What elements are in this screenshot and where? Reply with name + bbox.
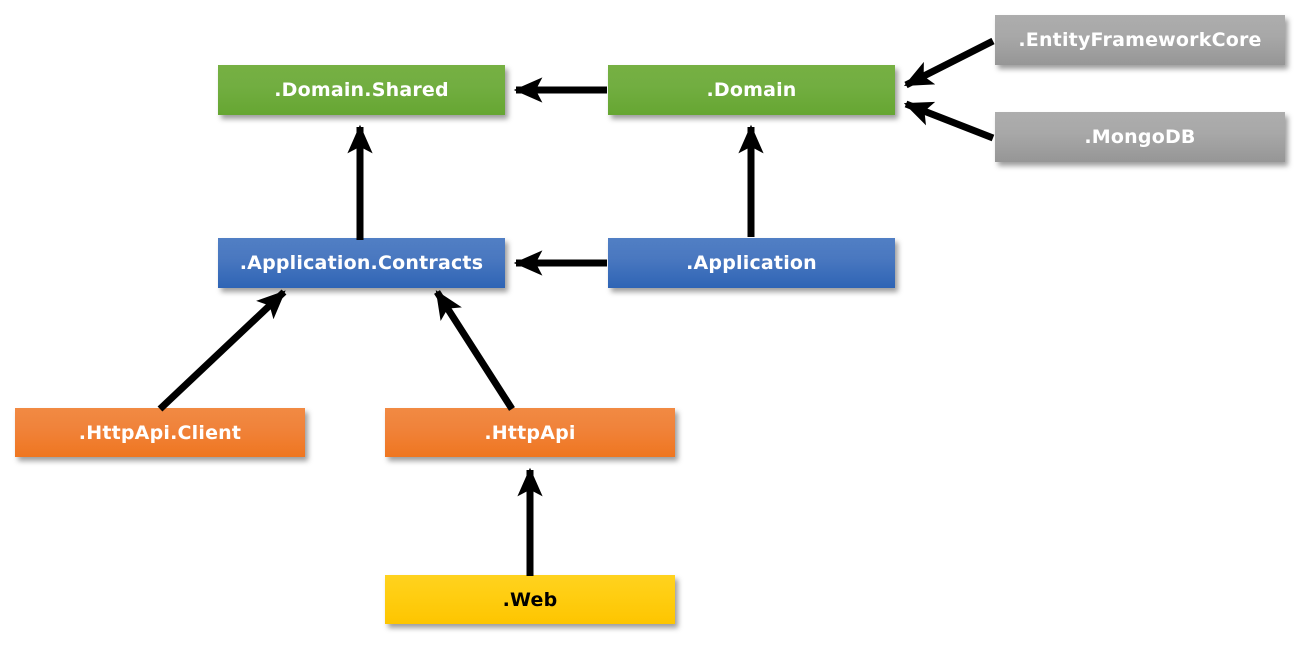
edge-httpapi-to-application-contracts [434,290,515,411]
node-web[interactable]: .Web [385,575,675,624]
node-label: .Application [686,252,817,274]
edge-httpapi-client-to-application-contracts [157,289,287,412]
node-label: .HttpApi [484,421,576,444]
node-label: .Application.Contracts [239,252,484,274]
node-application-contracts[interactable]: .Application.Contracts [218,238,505,288]
node-label: .EntityFrameworkCore [1018,29,1262,51]
node-label: .Domain [706,79,797,101]
node-domain[interactable]: .Domain [608,65,895,115]
node-label: .Domain.Shared [274,79,449,101]
node-label: .MongoDB [1084,126,1196,148]
node-entityframeworkcore[interactable]: .EntityFrameworkCore [995,15,1285,65]
node-mongodb[interactable]: .MongoDB [995,112,1285,162]
node-httpapi[interactable]: .HttpApi [385,408,675,457]
node-label: .HttpApi.Client [78,421,242,444]
node-label: .Web [502,588,558,611]
edge-efcore-to-domain [903,37,995,89]
node-httpapi-client[interactable]: .HttpApi.Client [15,408,305,457]
edge-mongodb-to-domain [903,100,995,142]
node-domain-shared[interactable]: .Domain.Shared [218,65,505,115]
node-application[interactable]: .Application [608,238,895,288]
